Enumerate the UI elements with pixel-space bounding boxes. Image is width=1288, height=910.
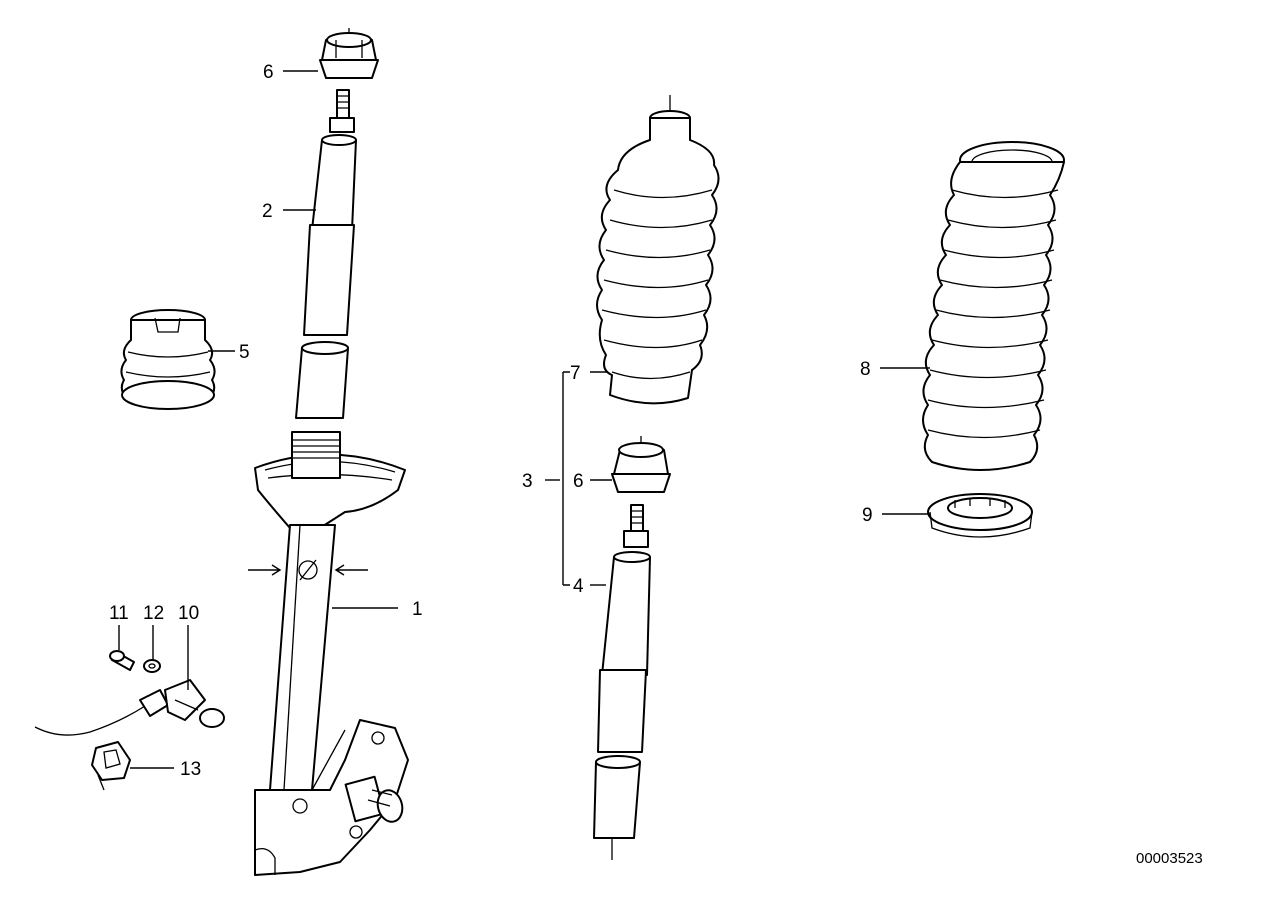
part-wear-sensor (34, 679, 225, 736)
callout-7: 7 (570, 363, 581, 384)
part-shock-insert-middle (593, 504, 651, 860)
part-shock-insert (295, 89, 357, 419)
part-bump-stop (120, 309, 216, 410)
part-washer-12 (143, 659, 161, 673)
callout-6-top: 6 (263, 62, 274, 83)
part-clip-13 (91, 741, 131, 791)
callout-11: 11 (109, 603, 129, 624)
callout-12: 12 (143, 603, 164, 624)
callout-10: 10 (178, 603, 199, 624)
part-support-ring (927, 493, 1033, 538)
callout-3: 3 (522, 471, 533, 492)
callout-6-middle: 6 (573, 471, 584, 492)
document-number: 00003523 (1136, 850, 1203, 867)
part-dust-boot (596, 95, 720, 405)
callout-13: 13 (180, 759, 201, 780)
leader-lines (118, 70, 930, 769)
part-strut-housing (248, 431, 409, 876)
part-top-mount-middle (611, 436, 671, 493)
callout-8: 8 (860, 359, 871, 380)
callout-2: 2 (262, 201, 273, 222)
part-bolt-11 (109, 650, 135, 671)
callout-5: 5 (239, 342, 250, 363)
part-protection-tube (922, 141, 1065, 471)
callout-4: 4 (573, 576, 584, 597)
callout-1: 1 (412, 599, 423, 620)
part-top-mount-upper (319, 28, 379, 79)
callout-9: 9 (862, 505, 873, 526)
